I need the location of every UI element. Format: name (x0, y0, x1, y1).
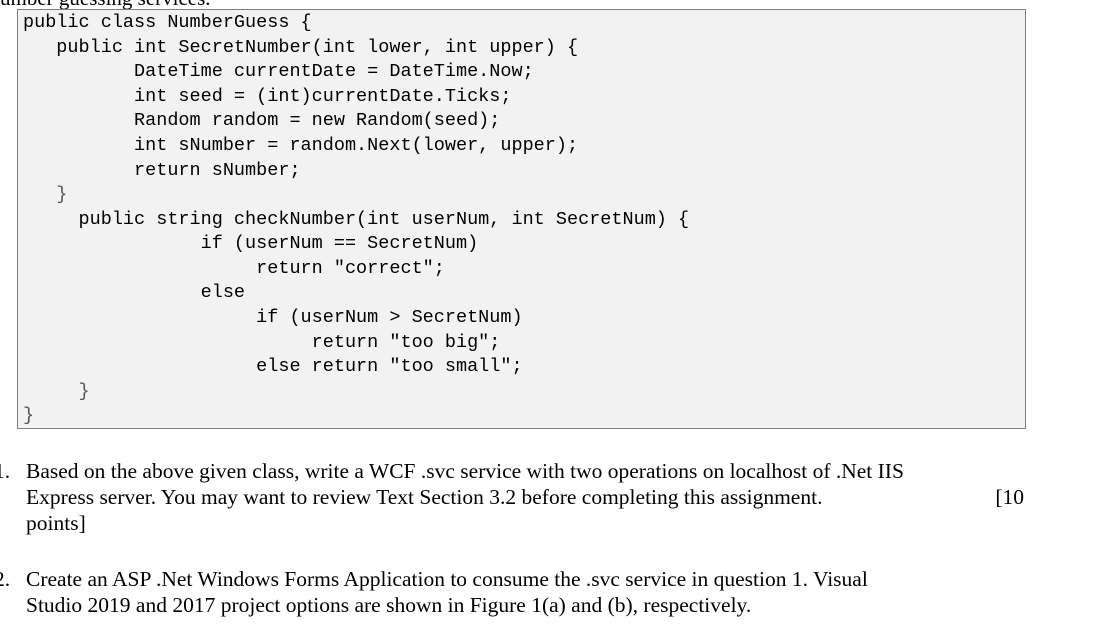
code-line: else return "too small"; (23, 356, 523, 377)
question-text-line: Based on the above given class, write a … (26, 459, 904, 483)
code-line: return "too big"; (23, 332, 501, 353)
code-line: else (23, 282, 246, 303)
question-2: 2. Create an ASP .Net Windows Forms Appl… (0, 567, 1024, 622)
question-1: 1. Based on the above given class, write… (0, 459, 1024, 539)
question-number: 1. (0, 459, 11, 483)
code-line: return sNumber; (23, 160, 301, 181)
code-line: int sNumber = random.Next(lower, upper); (23, 135, 579, 156)
question-text-line: Studio 2019 and 2017 project options are… (26, 593, 752, 617)
code-line: if (userNum == SecretNum) (23, 233, 479, 254)
code-line: return "correct"; (23, 258, 445, 279)
code-line: Random random = new Random(seed); (23, 110, 501, 131)
code-line: public string checkNumber(int userNum, i… (23, 209, 690, 230)
code-line: int seed = (int)currentDate.Ticks; (23, 86, 512, 107)
code-line: if (userNum > SecretNum) (23, 307, 523, 328)
code-line: public class NumberGuess { (23, 12, 312, 33)
code-line: } (23, 184, 68, 205)
code-line: } (23, 405, 35, 426)
question-text-line: points] (26, 511, 86, 535)
question-text-line: Express server. You may want to review T… (26, 485, 823, 509)
header-fragment: umber guessing services. (0, 0, 211, 11)
points-label: [10 (995, 485, 1024, 509)
code-line: public int SecretNumber(int lower, int u… (23, 37, 579, 58)
code-line: } (23, 381, 90, 402)
question-text-line: Create an ASP .Net Windows Forms Applica… (26, 567, 868, 591)
code-block: public class NumberGuess { public int Se… (17, 9, 1026, 429)
code-line: DateTime currentDate = DateTime.Now; (23, 61, 534, 82)
question-number: 2. (0, 567, 11, 591)
